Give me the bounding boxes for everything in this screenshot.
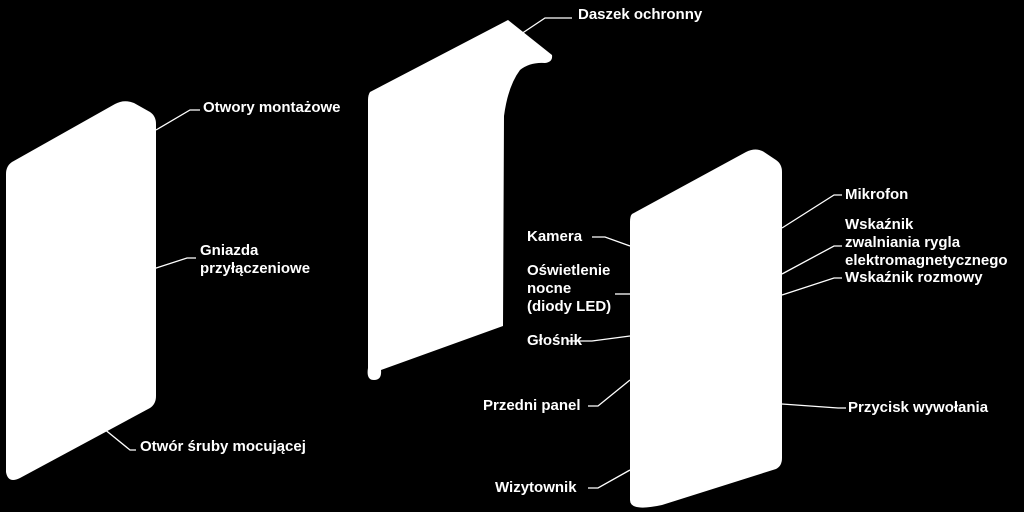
label-wskaznik-rygla-line2: zwalniania rygla (845, 234, 961, 251)
label-daszek-ochronny: Daszek ochronny (578, 6, 703, 23)
leader-gniazda (149, 257, 196, 271)
protective-hood (367, 20, 553, 380)
label-gniazda-przylaczeniowe: Gniazda przyłączeniowe (200, 242, 310, 278)
label-gniazda-line1: Gniazda (200, 242, 259, 259)
label-oswietlenie-nocne: Oświetlenie nocne (diody LED) (527, 262, 611, 316)
label-otwor-sruby: Otwór śruby mocującej (140, 438, 306, 455)
leader-daszek (517, 17, 572, 37)
label-przycisk-wywolania: Przycisk wywołania (848, 399, 989, 416)
label-wskaznik-rygla: Wskaźnik zwalniania rygla elektromagnety… (845, 216, 1008, 270)
leader-przycisk (781, 403, 846, 409)
leader-wskaznik-rozmowy (781, 277, 842, 296)
label-kamera: Kamera (527, 228, 583, 245)
label-glosnik: Głośnik (527, 332, 583, 349)
leader-otwor-sruby (97, 423, 136, 451)
leader-otwory (155, 109, 200, 131)
leader-mikrofon (781, 194, 842, 229)
leader-wskaznik-rygla (781, 245, 842, 275)
leader-kamera (592, 236, 631, 247)
label-otwory-montazowe: Otwory montażowe (203, 99, 341, 116)
back-housing (6, 101, 156, 480)
label-wskaznik-rozmowy: Wskaźnik rozmowy (845, 269, 983, 286)
leader-glosnik (568, 335, 631, 342)
label-wskaznik-rygla-line3: elektromagnetycznego (845, 252, 1008, 269)
label-wizytownik: Wizytownik (495, 479, 577, 496)
label-oswietlenie-line2: nocne (527, 280, 572, 297)
label-przedni-panel: Przedni panel (483, 397, 581, 414)
label-wskaznik-rygla-line1: Wskaźnik (845, 216, 914, 233)
label-gniazda-line2: przyłączeniowe (200, 260, 311, 277)
label-oswietlenie-line1: Oświetlenie (527, 262, 611, 279)
front-panel-unit (630, 149, 782, 508)
leader-wizytownik (588, 469, 631, 489)
leader-przedni-panel (588, 379, 631, 407)
label-oswietlenie-line3: (diody LED) (527, 298, 612, 315)
label-mikrofon: Mikrofon (845, 186, 909, 203)
